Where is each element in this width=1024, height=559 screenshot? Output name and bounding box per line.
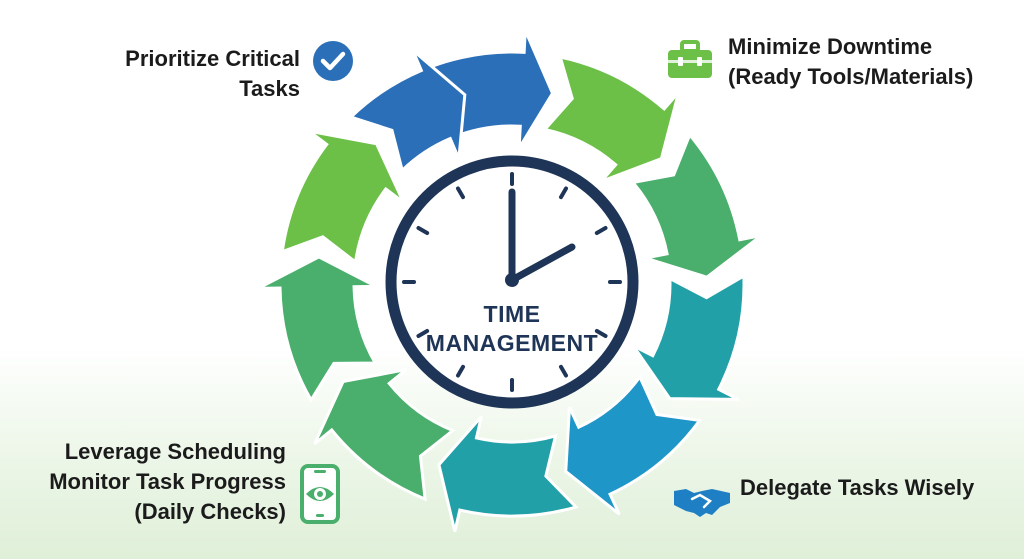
arrow-ring — [257, 29, 763, 532]
clock-center-dot — [505, 273, 519, 287]
clock-tick — [416, 329, 430, 338]
handshake-icon — [674, 489, 730, 517]
leverage-label-line3: (Daily Checks) — [134, 499, 286, 524]
clock-tick — [594, 329, 608, 338]
clock-hour-hand — [508, 243, 576, 284]
center-title: TIME MANAGEMENT — [412, 300, 612, 358]
toolbox-icon — [668, 40, 712, 78]
cycle-arrow-10 — [347, 49, 467, 174]
clock-ticks — [402, 172, 622, 392]
minimize-label: Minimize Downtime (Ready Tools/Materials… — [728, 32, 1018, 92]
clock-tick — [559, 364, 568, 378]
leverage-label-line1: Leverage Scheduling — [64, 439, 286, 464]
cycle-arrow-2 — [542, 55, 681, 183]
cycle-arrow-5 — [564, 373, 703, 516]
cycle-arrow-6 — [437, 415, 579, 532]
delegate-label: Delegate Tasks Wisely — [740, 473, 1010, 503]
delegate-label-line1: Delegate Tasks Wisely — [740, 475, 975, 500]
cycle-arrow-3 — [630, 131, 763, 279]
minimize-label-line2: (Ready Tools/Materials) — [728, 64, 974, 89]
minimize-label-line1: Minimize Downtime — [728, 34, 933, 59]
leverage-label-line2: Monitor Task Progress — [49, 469, 286, 494]
tablet-eye-icon — [300, 464, 340, 524]
clock — [385, 155, 639, 409]
cycle-arrow-9 — [280, 129, 405, 265]
clock-tick — [416, 226, 430, 235]
prioritize-label-line2: Tasks — [239, 76, 300, 101]
cycle-arrow-4 — [631, 273, 746, 401]
clock-tick — [456, 186, 465, 200]
clock-tick — [456, 364, 465, 378]
cycle-arrow-8 — [257, 255, 378, 403]
center-title-line2: MANAGEMENT — [425, 330, 599, 356]
checkmark-icon — [313, 41, 353, 81]
center-title-line1: TIME — [483, 301, 541, 327]
clock-tick — [559, 186, 568, 200]
clock-tick — [594, 226, 608, 235]
cycle-arrow-7 — [313, 368, 456, 502]
prioritize-label: Prioritize Critical Tasks — [60, 44, 300, 104]
prioritize-label-line1: Prioritize Critical — [125, 46, 300, 71]
leverage-label: Leverage Scheduling Monitor Task Progres… — [30, 437, 286, 527]
